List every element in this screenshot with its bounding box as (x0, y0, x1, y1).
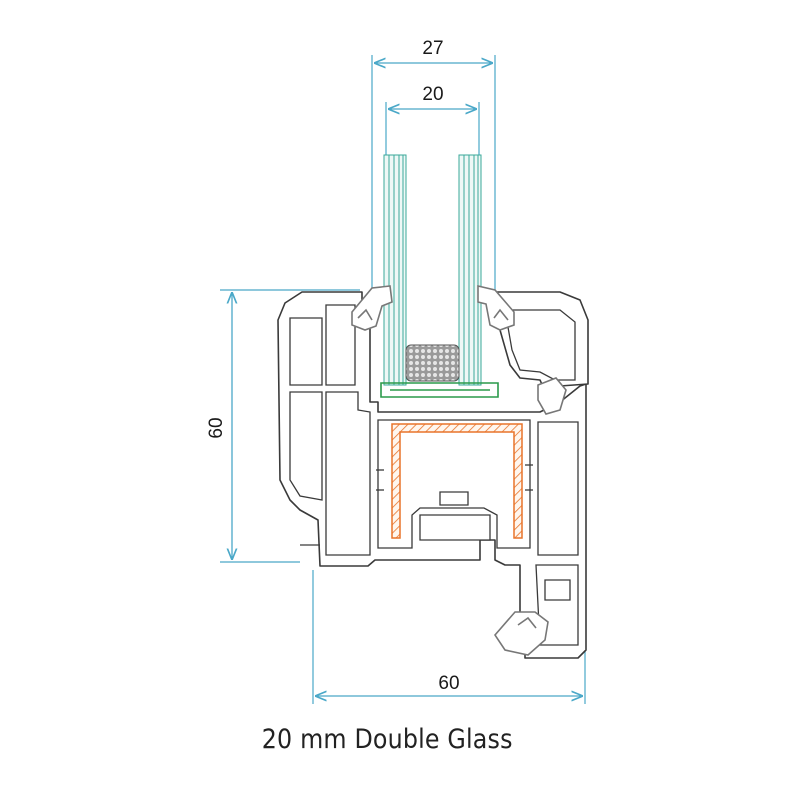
dimension-label-20: 20 (422, 84, 443, 105)
glazing-support (380, 382, 499, 398)
figure-caption: 20 mm Double Glass (261, 724, 513, 755)
dimension-label-27: 27 (422, 38, 443, 59)
gasket-sash-mid (537, 377, 567, 415)
steel-reinforcement (391, 423, 523, 539)
gasket-bottom-right (493, 611, 549, 656)
desiccant-spacer (405, 344, 460, 382)
frame-chamber-center (377, 419, 531, 549)
dimension-20: 20 (385, 84, 480, 160)
glass-pane-right (458, 154, 482, 386)
dimension-27: 27 (371, 38, 496, 290)
dimension-60-vertical: 60 (206, 289, 360, 563)
glass-pane-left (383, 154, 407, 386)
dimension-label-60-horizontal: 60 (438, 673, 459, 694)
gasket-left-top (351, 285, 393, 331)
dimension-60-horizontal: 60 (312, 570, 586, 704)
dimension-label-60-vertical: 60 (206, 417, 227, 438)
frame-chambers-left (289, 304, 371, 556)
profile-fins (300, 464, 533, 546)
gasket-right-top (477, 284, 515, 331)
frame-chambers-right (504, 309, 579, 646)
